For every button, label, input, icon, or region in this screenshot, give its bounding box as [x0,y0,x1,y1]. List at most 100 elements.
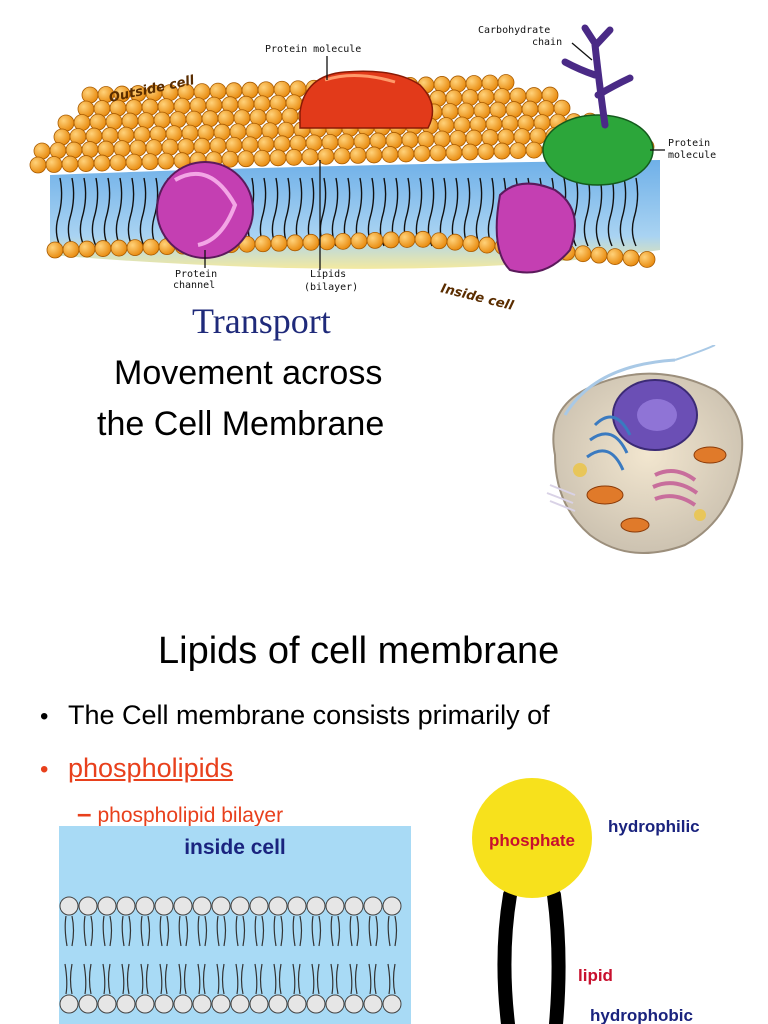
inside-cell-panel-label: inside cell [184,836,286,859]
lipid-head [446,233,464,251]
lipid-head [513,128,531,146]
lipid-head [574,245,592,263]
lipid-head [169,111,187,129]
sub-bullet-text: phospholipid bilayer [97,804,284,827]
bilayer-heads-bottom [59,994,402,1014]
bullet-item: •The Cell membrane consists primarily of [40,700,550,731]
lipid-head [333,147,351,165]
lipid-head [465,129,483,147]
lipid-tail-left [497,888,517,1024]
lipid-head [430,232,448,250]
lipid-head [225,82,243,100]
lipid-head [590,246,608,264]
lipid-head [305,134,323,152]
lipid-head [89,113,107,131]
lipid-head [161,138,179,156]
protein-right-label: Protein [668,138,710,149]
bilayer-head [78,994,98,1014]
lipid-head [49,142,67,159]
inside-cell-label: Inside cell [439,281,515,314]
lipid-head [462,235,480,253]
bilayer-head [230,896,250,916]
lipid-head [302,233,320,251]
lipid-head [270,234,288,252]
lipid-head [97,140,115,158]
lipid-head [429,144,447,162]
lipid-head [285,148,303,166]
bilayer-head [211,896,231,916]
protein-channel-label-2: channel [173,280,215,291]
protein-channel-right [495,182,576,274]
lipid-head [125,153,143,171]
slide-title: Transport [192,301,331,341]
carbohydrate-label: Carbohydrate [478,25,550,36]
bilayer-head [97,896,117,916]
carbohydrate-chain [561,24,634,129]
animal-cell-illustration [546,345,744,554]
bilayer-head [135,994,155,1014]
lipid-head [185,110,203,128]
lipid-head [257,135,275,153]
slide-subtitle-line2: the Cell Membrane [97,405,385,443]
lipid-head [350,232,368,250]
lipid-tail-right [547,888,566,1024]
lipid-head [177,138,195,156]
lipid-head [62,241,80,258]
bilayer-head [173,994,193,1014]
lipid-head [481,129,499,146]
lipid-head [478,236,496,254]
bilayer-head [344,994,364,1014]
lipid-head [126,239,144,257]
bilayer-head [249,896,269,916]
lipid-head [497,74,515,91]
bilayer-head [268,896,288,916]
lipid-head [445,144,463,161]
lipid-head [94,240,112,257]
lipid-head [29,156,47,174]
lipids-label: Lipids [310,269,346,280]
lipid-head [265,108,283,126]
lipids-label-2: (bilayer) [304,282,358,293]
lipid-head [77,155,95,172]
lipid-head [46,241,64,259]
lipid-head [142,238,160,256]
bilayer-head [382,994,402,1014]
lipid-head [537,100,555,117]
lipid-head [157,152,175,170]
lipid-head [286,234,304,252]
bilayer-head [192,896,212,916]
lipid-head [73,114,91,131]
bilayer-head [154,896,174,916]
lipid-head [382,231,400,249]
lipid-head [525,141,543,159]
hydrophobic-label: hydrophobic [590,1006,693,1024]
lipid-head [33,142,51,160]
lipid-head [433,76,451,93]
slide-subtitle-line1: Movement across [114,354,383,392]
lipid-head [233,109,251,127]
lipid-head [493,142,511,160]
bilayer-head [306,896,326,916]
lipid-head [253,149,271,167]
section-heading: Lipids of cell membrane [158,630,560,672]
lipid-head [110,239,128,257]
bilayer-head [287,896,307,916]
lipid-head [237,150,255,168]
lipid-head [137,112,155,129]
lipid-head [153,111,171,129]
lipid-head [193,83,211,101]
lipid-head [321,133,339,151]
bilayer-head [59,896,79,916]
lipid-head [109,154,127,172]
protein-channel-label: Protein [175,269,217,280]
bullet-item-phospholipids: •phospholipids [40,753,233,784]
phospholipids-link[interactable]: phospholipids [68,753,234,783]
lipid-head [93,154,111,172]
bilayer-head [135,896,155,916]
lipid-head [349,146,367,164]
lipid-head [417,131,435,148]
sub-bullet-item: –phospholipid bilayer [77,798,283,829]
lipid-head [413,145,431,162]
bilayer-heads-top [59,896,402,916]
lipid-head [301,148,319,166]
